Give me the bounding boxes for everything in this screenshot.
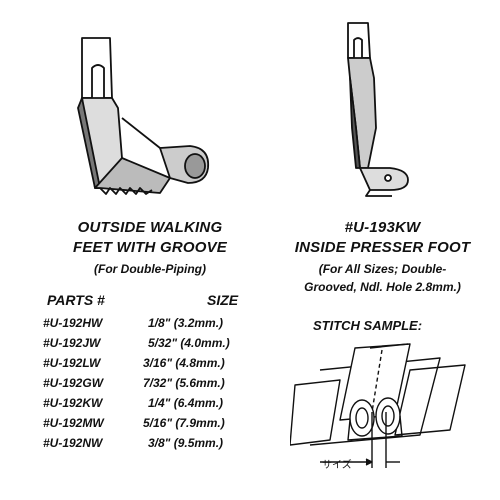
outside-walking-foot-illustration (77, 37, 210, 195)
table-cell-part: #U-192KW (43, 396, 103, 410)
table-cell-size: 7/32" (5.6mm.) (143, 376, 225, 390)
left-subtitle: (For Double-Piping) (94, 262, 206, 276)
table-cell-size: 1/8" (3.2mm.) (148, 316, 224, 330)
stitch-size-label: サイズ (322, 460, 352, 471)
table-cell-part: #U-192JW (43, 336, 101, 350)
table-cell-part: #U-192HW (43, 316, 103, 330)
table-cell-size: 1/4" (6.4mm.) (148, 396, 224, 410)
stitch-sample-illustration (290, 343, 466, 468)
stitch-sample-label: STITCH SAMPLE: (313, 318, 423, 333)
table-cell-part: #U-192MW (43, 416, 104, 430)
table-cell-size: 3/8" (9.5mm.) (148, 436, 224, 450)
table-cell-size: 5/32" (4.0mm.) (148, 336, 230, 350)
right-title-line2: INSIDE PRESSER FOOT (294, 239, 471, 256)
right-title-line1: #U-193KW (344, 219, 421, 236)
table-cell-size: 5/16" (7.9mm.) (143, 416, 225, 430)
inside-presser-foot-illustration (347, 22, 409, 197)
table-cell-part: #U-192GW (43, 376, 104, 390)
right-subtitle-line1: (For All Sizes; Double- (318, 262, 447, 276)
left-title-line1: OUTSIDE WALKING (77, 219, 223, 236)
table-header-size: SIZE (207, 292, 239, 308)
right-subtitle-line2: Grooved, Ndl. Hole 2.8mm.) (304, 280, 461, 294)
table-cell-part: #U-192NW (43, 436, 103, 450)
table-cell-size: 3/16" (4.8mm.) (143, 356, 225, 370)
table-cell-part: #U-192LW (43, 356, 101, 370)
table-header-parts: PARTS # (47, 292, 105, 308)
left-title-line2: FEET WITH GROOVE (72, 239, 228, 256)
